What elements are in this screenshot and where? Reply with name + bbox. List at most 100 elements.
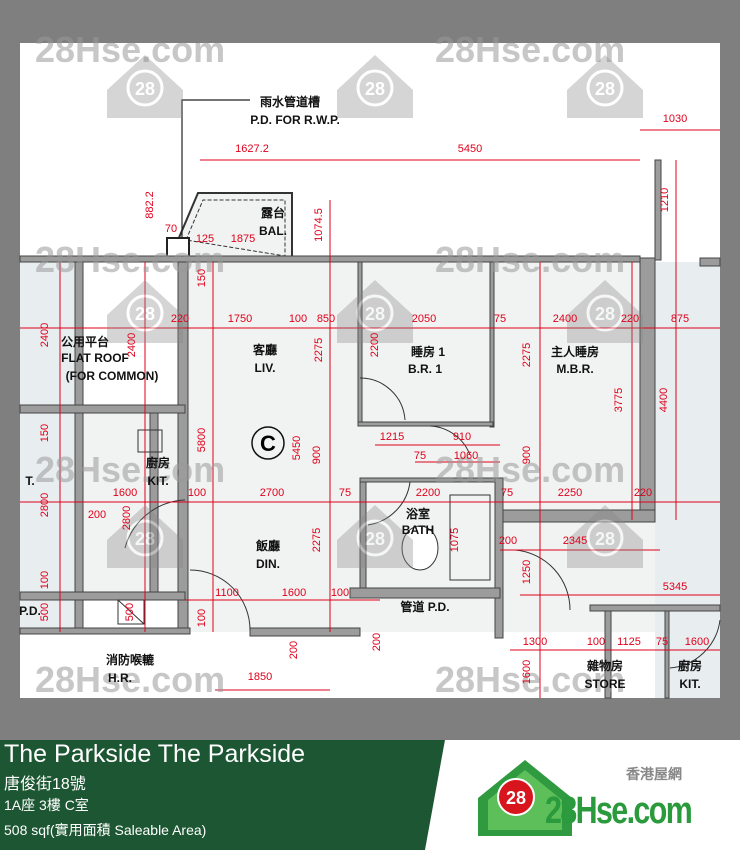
door-swings: [124, 377, 721, 669]
watermark-text: 28Hse.com: [35, 659, 225, 700]
dimension-label: 200: [88, 509, 106, 521]
label-bath-en: BATH: [402, 523, 434, 537]
label-kit-en: KIT.: [147, 474, 168, 488]
dimension-label: 2800: [39, 493, 51, 517]
unit-mark-circle: [251, 426, 285, 460]
dimension-label: 1215: [380, 431, 404, 443]
dimension-label: 1600: [113, 487, 137, 499]
dimension-label: 1600: [521, 660, 533, 684]
dimension-label: 75: [656, 636, 668, 648]
dimension-label: 875: [671, 313, 689, 325]
watermark-badge: 28: [365, 529, 385, 549]
property-street: 唐俊街18號: [4, 776, 86, 793]
dimension-label: 1627.2: [235, 143, 269, 155]
dimension-label: 2275: [311, 528, 323, 552]
watermark-badge: 28: [135, 79, 155, 99]
label-br1-cn: 睡房 1: [411, 344, 445, 359]
neighbor-floor-left: [20, 262, 80, 632]
leader-line: [181, 99, 250, 238]
watermark-badge: 28: [595, 79, 615, 99]
dimension-label: 2250: [558, 487, 582, 499]
watermark-badge: 28: [365, 304, 385, 324]
dimension-label: 2275: [313, 338, 325, 362]
label-hr-en: H.R.: [108, 671, 132, 685]
dimension-label: 100: [188, 487, 206, 499]
dimension-label: 2800: [121, 506, 133, 530]
watermark-house-icon: 28: [567, 280, 643, 343]
label-mbr-cn: 主人睡房: [551, 344, 599, 359]
watermark-house-icon: 28: [337, 280, 413, 343]
label-flat-roof-en2: (FOR COMMON): [66, 369, 159, 383]
dimension-label: 5800: [196, 428, 208, 452]
watermark-text: 28Hse.com: [435, 29, 625, 70]
unit-mark: C: [260, 431, 276, 456]
sink: [137, 429, 163, 453]
dimension-label: 220: [634, 487, 652, 499]
dimension-lines: [20, 129, 720, 698]
watermark-house-icon: 28: [567, 55, 643, 118]
dimension-label: 2050: [412, 313, 436, 325]
watermark-house-icon: 28: [567, 505, 643, 568]
caption-bar: 28 The Parkside The Parkside 唐俊街18號 1A座 …: [0, 740, 740, 850]
watermark-badge: 28: [365, 79, 385, 99]
dimension-label: 200: [499, 535, 517, 547]
toilet: [401, 525, 439, 571]
watermark-house-icon: 28: [337, 505, 413, 568]
dimension-label: 125: [196, 233, 214, 245]
dimension-label: 1074.5: [313, 208, 325, 242]
label-store-en: STORE: [584, 677, 625, 691]
property-unit: 1A座 3樓 C室: [4, 797, 89, 813]
watermark-text: 28Hse.com: [435, 239, 625, 280]
dimension-label: 1750: [228, 313, 252, 325]
label-kit-left: T.: [25, 474, 34, 488]
dimension-label: 220: [171, 313, 189, 325]
dimension-label: 2345: [563, 535, 587, 547]
dimension-label: 100: [587, 636, 605, 648]
dimension-label: 150: [39, 424, 51, 442]
dimension-label: 5450: [458, 143, 482, 155]
label-liv-en: LIV.: [255, 361, 276, 375]
label-kit2-en: KIT.: [679, 677, 700, 691]
dimension-label: 1600: [282, 587, 306, 599]
dimension-label: 1210: [659, 188, 671, 212]
label-din-cn: 飯廳: [255, 538, 280, 553]
dimension-label: 3775: [613, 388, 625, 412]
watermark-badge: 28: [595, 529, 615, 549]
dimension-label: 100: [331, 587, 349, 599]
dimension-label: 2400: [553, 313, 577, 325]
label-bath-cn: 浴室: [406, 506, 430, 521]
dimension-label: 200: [288, 641, 300, 659]
watermark-house-icon: 28: [107, 280, 183, 343]
dimension-label: 1600: [685, 636, 709, 648]
dimension-label: 2200: [369, 333, 381, 357]
label-store-cn: 雜物房: [587, 658, 623, 673]
label-hr-cn: 消防喉轆: [106, 652, 154, 667]
label-din-en: DIN.: [256, 557, 280, 571]
caption-background: 28: [0, 740, 740, 850]
dimension-label: 2400: [126, 333, 138, 357]
dimension-label: 75: [501, 487, 513, 499]
property-title: The Parkside The Parkside: [4, 740, 306, 768]
dimension-label: 2275: [521, 343, 533, 367]
dimension-label: 100: [39, 571, 51, 589]
dimension-label: 500: [124, 603, 136, 621]
watermark-text: 28Hse.com: [435, 449, 625, 490]
label-pd-left: P.D.: [19, 604, 41, 618]
bathtub: [449, 494, 491, 581]
watermark-text: 28Hse.com: [35, 29, 225, 70]
watermark-house-icon: 28: [337, 55, 413, 118]
dimension-label: 100: [289, 313, 307, 325]
label-pd-rwp-en: P.D. FOR R.W.P.: [250, 113, 340, 127]
dimension-label: 70: [165, 223, 177, 235]
property-area: 508 sqf(實用面積 Saleable Area): [4, 822, 207, 838]
label-kit-cn: 廚房: [146, 455, 170, 470]
hose-reel-cross: [117, 599, 145, 625]
dimension-label: 1100: [215, 587, 239, 599]
logo-chinese: 香港屋網: [626, 766, 682, 782]
watermark-text: 28Hse.com: [435, 659, 625, 700]
dimension-label: 1125: [617, 636, 641, 648]
dimension-label: 900: [311, 446, 323, 464]
label-bal-cn: 露台: [261, 205, 285, 220]
